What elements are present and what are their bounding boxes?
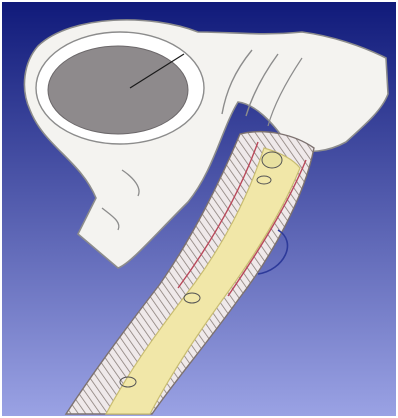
cross-section: [36, 32, 204, 144]
cross-section-core: [48, 46, 188, 134]
